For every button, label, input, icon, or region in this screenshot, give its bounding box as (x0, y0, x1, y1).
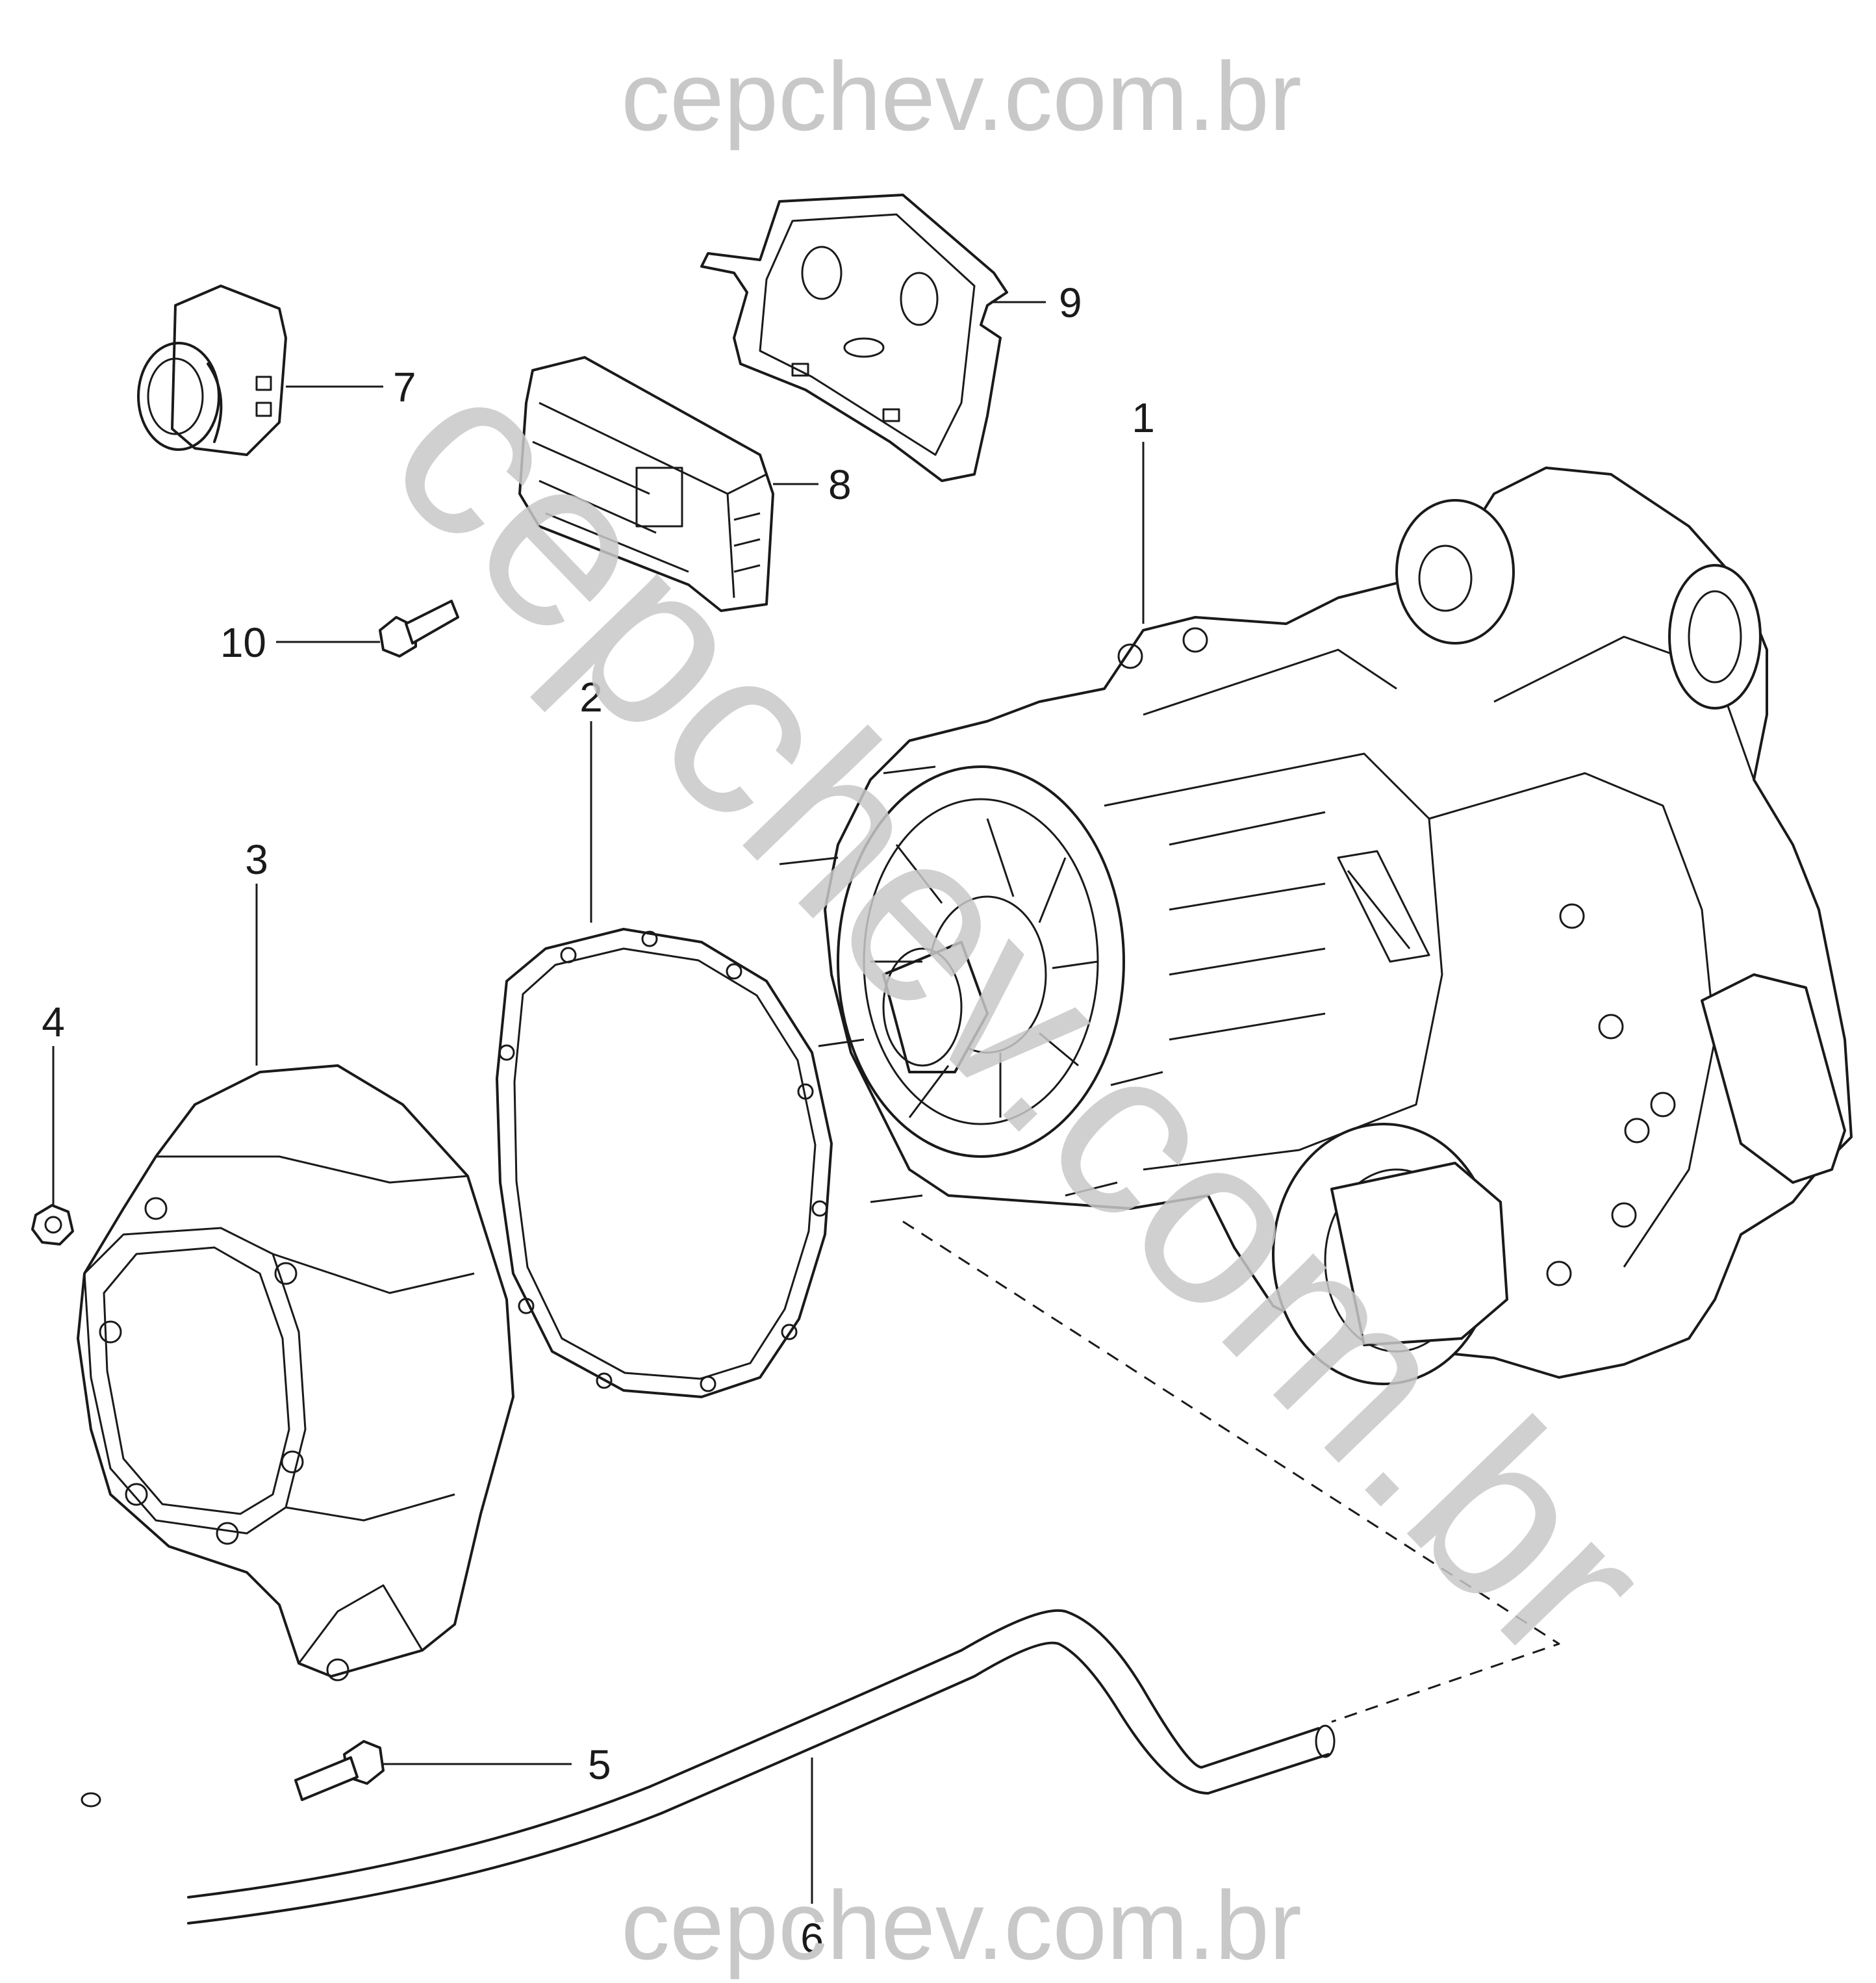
part-1-transfer-case (779, 467, 1853, 1723)
callout-7: 7 (393, 364, 416, 411)
part-8-control-module (518, 356, 774, 612)
callout-10: 10 (220, 619, 266, 666)
part-7-selector-switch (137, 285, 287, 456)
part-2-gasket (496, 928, 833, 1398)
part-10-bolt (379, 600, 459, 658)
part-6-vent-hose (187, 1609, 1336, 1925)
part-5-bolt (294, 1740, 385, 1801)
part-4-nut (31, 1204, 74, 1246)
callout-6: 6 (800, 1915, 824, 1962)
callout-labels: 1 2 3 4 5 6 7 8 9 10 (42, 279, 1155, 1962)
callout-9: 9 (1059, 279, 1082, 326)
callout-3: 3 (245, 836, 268, 883)
part-9-mounting-bracket (700, 194, 1008, 482)
callout-8: 8 (828, 461, 852, 508)
callout-1: 1 (1132, 394, 1155, 441)
part-3-adapter-housing (77, 1064, 514, 1682)
watermark-bottom: cepchev.com.br (621, 1871, 1302, 1980)
callout-2: 2 (579, 674, 603, 721)
leader-lines (52, 301, 1145, 1904)
callout-4: 4 (42, 999, 65, 1045)
callout-5: 5 (588, 1741, 611, 1788)
stray-mark (81, 1792, 101, 1808)
watermark-top: cepchev.com.br (621, 42, 1302, 151)
